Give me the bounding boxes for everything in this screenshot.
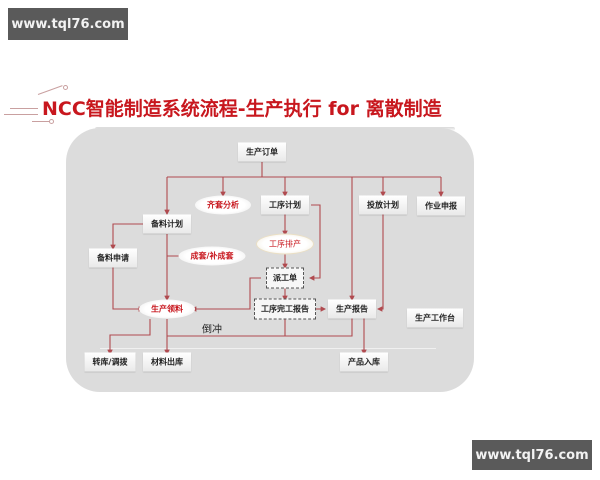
- decor-line: [32, 121, 50, 122]
- node-production-requisition: 生产领料: [139, 299, 195, 319]
- node-production-workbench: 生产工作台: [407, 308, 463, 328]
- node-production-order: 生产订单: [238, 142, 286, 162]
- decor-line: [10, 108, 38, 109]
- decor-dot: [63, 85, 68, 90]
- label-backflush: 倒冲: [202, 324, 222, 336]
- node-kitting-analysis: 齐套分析: [195, 195, 251, 215]
- watermark-top: www.tql76.com: [8, 8, 128, 40]
- decor-dot: [49, 119, 54, 124]
- page-title: NCC智能制造系统流程-生产执行 for 离散制造: [42, 98, 442, 120]
- node-transfer-allocation: 转库/调拨: [84, 352, 136, 372]
- node-dispatch-order: 派工单: [266, 267, 304, 289]
- title-banner: NCC智能制造系统流程-生产执行 for 离散制造: [0, 85, 450, 128]
- node-release-plan: 投放计划: [359, 195, 407, 215]
- watermark-bottom: www.tql76.com: [472, 440, 592, 470]
- separator-line: [100, 348, 436, 349]
- node-kit-supplement: 成套/补成套: [178, 246, 246, 266]
- node-process-completion-report: 工序完工报告: [254, 298, 316, 320]
- node-product-receipt: 产品入库: [340, 352, 388, 372]
- decor-line: [4, 114, 38, 115]
- node-process-plan: 工序计划: [261, 195, 309, 215]
- node-material-prep-request: 备料申请: [89, 248, 137, 268]
- node-production-report: 生产报告: [328, 299, 376, 319]
- node-material-prep-plan: 备料计划: [143, 214, 191, 234]
- node-process-scheduling: 工序排产: [256, 233, 314, 255]
- node-job-report: 作业申报: [417, 196, 465, 216]
- node-material-issue: 材料出库: [143, 352, 191, 372]
